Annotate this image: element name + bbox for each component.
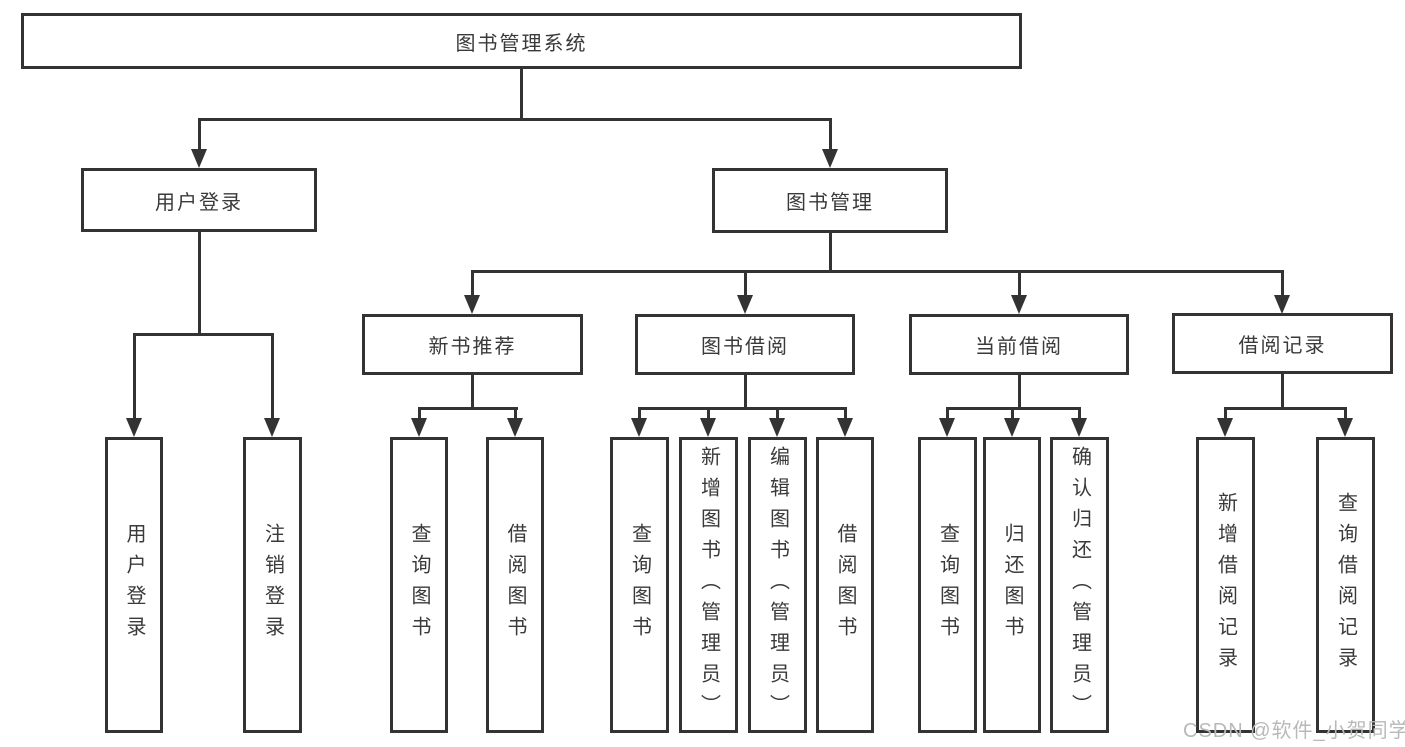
node-borrowing-records: 借阅记录 <box>1172 313 1393 374</box>
connector-line <box>844 407 847 420</box>
connector-arrow-down-icon <box>464 295 480 314</box>
leaf-node-query-books-current: 查询图书 <box>918 437 977 733</box>
leaf-node-query-books-current-label: 查询图书 <box>936 523 959 647</box>
node-current-borrowing: 当前借阅 <box>909 314 1129 375</box>
connector-arrow-down-icon <box>191 149 207 168</box>
node-user-login: 用户登录 <box>81 168 317 232</box>
connector-line <box>520 67 523 120</box>
connector-arrow-down-icon <box>837 418 853 437</box>
node-new-book-recommend: 新书推荐 <box>362 314 583 375</box>
leaf-node-add-borrow-record-label: 新增借阅记录 <box>1214 492 1237 678</box>
connector-line <box>829 118 832 151</box>
leaf-node-query-books-borrowing-label: 查询图书 <box>628 523 651 647</box>
connector-line <box>1281 270 1284 296</box>
connector-arrow-down-icon <box>264 418 280 437</box>
connector-line <box>1224 407 1347 410</box>
connector-arrow-down-icon <box>1011 295 1027 314</box>
node-new-book-recommend-label: 新书推荐 <box>428 336 517 358</box>
connector-line <box>638 407 847 410</box>
leaf-node-return-book: 归还图书 <box>983 437 1041 733</box>
connector-line <box>198 118 832 121</box>
node-book-borrowing: 图书借阅 <box>635 314 855 375</box>
connector-line <box>707 407 710 420</box>
leaf-node-query-books-borrowing: 查询图书 <box>610 437 669 733</box>
connector-line <box>946 407 949 420</box>
connector-line <box>418 407 518 410</box>
connector-line <box>638 407 641 420</box>
node-book-management-label: 图书管理 <box>786 192 874 214</box>
connector-arrow-down-icon <box>507 418 523 437</box>
connector-line <box>514 407 517 420</box>
node-root-label: 图书管理系统 <box>455 32 588 55</box>
leaf-node-add-book-admin: 新增图书（管理员） <box>679 437 738 733</box>
leaf-node-user-login-label: 用户登录 <box>123 523 145 647</box>
leaf-node-confirm-return-admin: 确认归还（管理员） <box>1050 437 1109 733</box>
connector-line <box>744 373 747 410</box>
connector-arrow-down-icon <box>822 149 838 168</box>
connector-arrow-down-icon <box>1274 295 1290 314</box>
connector-arrow-down-icon <box>631 418 647 437</box>
leaf-node-edit-book-admin-label: 编辑图书（管理员） <box>766 445 789 725</box>
connector-line <box>271 333 274 420</box>
leaf-node-borrow-book: 借阅图书 <box>816 437 874 733</box>
connector-arrow-down-icon <box>1004 418 1020 437</box>
connector-line <box>133 333 136 420</box>
node-current-borrowing-label: 当前借阅 <box>975 336 1063 358</box>
connector-arrow-down-icon <box>700 418 716 437</box>
leaf-node-user-login: 用户登录 <box>105 437 163 733</box>
connector-line <box>198 118 201 151</box>
leaf-node-add-borrow-record: 新增借阅记录 <box>1196 437 1255 733</box>
leaf-node-borrow-book-recommend: 借阅图书 <box>486 437 544 733</box>
connector-arrow-down-icon <box>1217 418 1233 437</box>
connector-arrow-down-icon <box>737 295 753 314</box>
connector-line <box>744 270 747 296</box>
connector-arrow-down-icon <box>126 418 142 437</box>
connector-arrow-down-icon <box>1337 418 1353 437</box>
connector-line <box>1078 407 1081 420</box>
connector-line <box>471 373 474 410</box>
node-book-management: 图书管理 <box>712 168 948 233</box>
connector-line <box>1018 373 1021 410</box>
leaf-node-add-book-admin-label: 新增图书（管理员） <box>697 445 720 725</box>
leaf-node-query-books-recommend: 查询图书 <box>390 437 448 733</box>
connector-line <box>776 407 779 420</box>
connector-arrow-down-icon <box>411 418 427 437</box>
csdn-watermark: CSDN @软件_小贺同学 <box>1183 720 1405 742</box>
connector-line <box>829 231 832 272</box>
leaf-node-query-borrow-record: 查询借阅记录 <box>1316 437 1375 733</box>
connector-line <box>198 230 201 335</box>
node-user-login-label: 用户登录 <box>155 191 243 214</box>
leaf-node-edit-book-admin: 编辑图书（管理员） <box>748 437 807 733</box>
leaf-node-logout: 注销登录 <box>243 437 302 733</box>
connector-line <box>471 270 1284 273</box>
node-root: 图书管理系统 <box>21 13 1022 69</box>
connector-line <box>471 270 474 296</box>
leaf-node-query-borrow-record-label: 查询借阅记录 <box>1334 492 1357 678</box>
leaf-node-borrow-book-label: 借阅图书 <box>834 523 856 647</box>
node-borrowing-records-label: 借阅记录 <box>1238 335 1327 357</box>
connector-line <box>1011 407 1014 420</box>
connector-line <box>1281 373 1284 410</box>
connector-arrow-down-icon <box>769 418 785 437</box>
leaf-node-return-book-label: 归还图书 <box>1001 523 1023 647</box>
node-book-borrowing-label: 图书借阅 <box>701 336 789 358</box>
connector-line <box>1344 407 1347 420</box>
connector-arrow-down-icon <box>939 418 955 437</box>
leaf-node-logout-label: 注销登录 <box>261 523 284 647</box>
connector-line <box>1224 407 1227 420</box>
connector-arrow-down-icon <box>1071 418 1087 437</box>
leaf-node-confirm-return-admin-label: 确认归还（管理员） <box>1068 445 1091 725</box>
leaf-node-query-books-recommend-label: 查询图书 <box>408 523 430 647</box>
leaf-node-borrow-book-recommend-label: 借阅图书 <box>504 523 526 647</box>
connector-line <box>1018 270 1021 296</box>
connector-line <box>418 407 421 420</box>
connector-line <box>133 333 274 336</box>
